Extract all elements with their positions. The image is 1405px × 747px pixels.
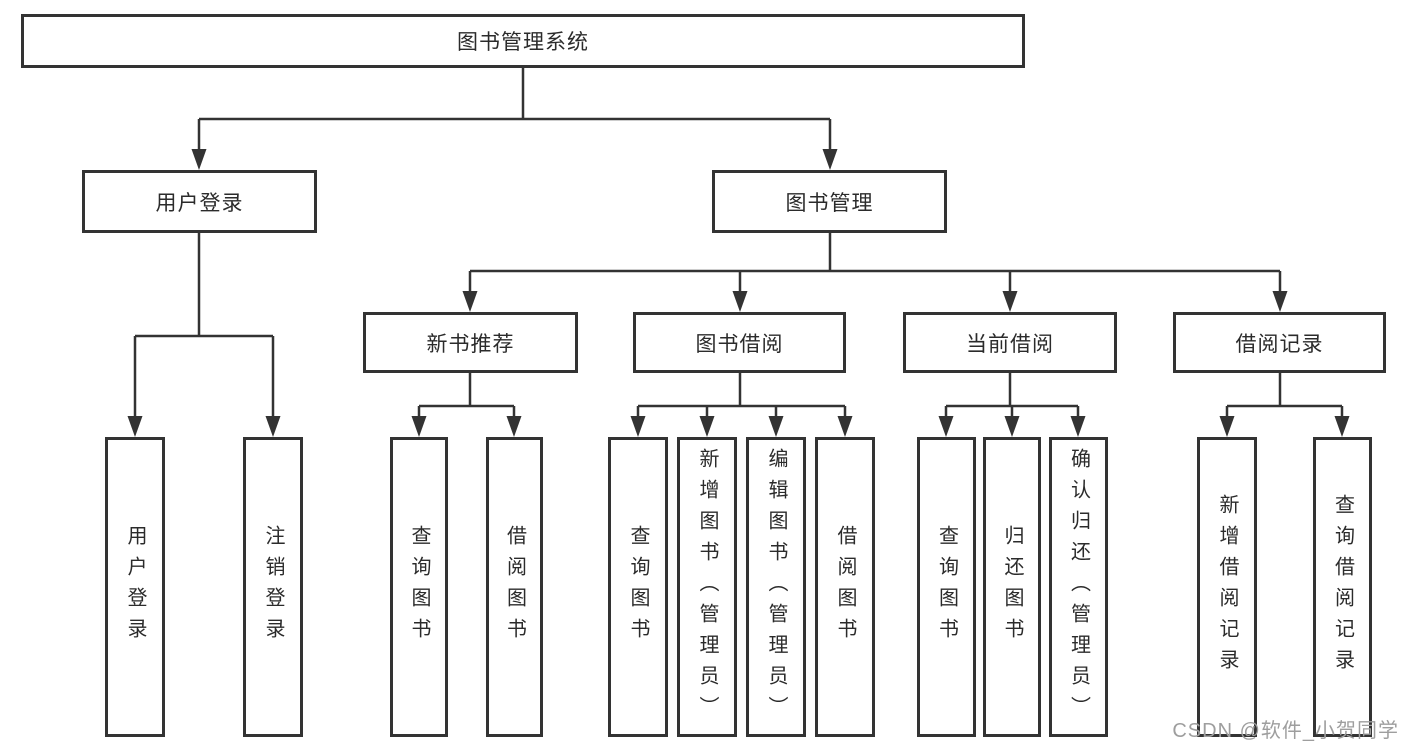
- leaf-query-borrow-record-label: 查询借阅记录: [1331, 494, 1354, 680]
- node-current-borrow: 当前借阅: [903, 312, 1117, 373]
- node-root: 图书管理系统: [21, 14, 1025, 68]
- leaf-add-book-admin-label: 新增图书（管理员）: [696, 447, 718, 727]
- node-new-book-recommend: 新书推荐: [363, 312, 578, 373]
- leaf-borrow-book-1-label: 借阅图书: [503, 525, 526, 649]
- connector-path: [133, 68, 1344, 418]
- node-book-management: 图书管理: [712, 170, 947, 233]
- leaf-query-book-3: 查询图书: [917, 437, 976, 737]
- arrowhead: [1219, 416, 1235, 437]
- leaf-user-login: 用户登录: [105, 437, 165, 737]
- leaf-query-book-3-label: 查询图书: [935, 525, 958, 649]
- leaf-query-borrow-record: 查询借阅记录: [1313, 437, 1372, 737]
- node-borrow-record: 借阅记录: [1173, 312, 1386, 373]
- leaf-borrow-book-1: 借阅图书: [486, 437, 543, 737]
- node-root-label: 图书管理系统: [457, 31, 589, 54]
- arrowhead: [732, 291, 748, 312]
- leaf-add-borrow-record-label: 新增借阅记录: [1216, 494, 1238, 680]
- arrowhead: [1002, 291, 1018, 312]
- leaf-edit-book-admin: 编辑图书（管理员）: [746, 437, 806, 737]
- node-book-borrow-label: 图书借阅: [695, 332, 784, 356]
- node-book-management-label: 图书管理: [785, 191, 874, 215]
- arrowhead: [1004, 416, 1020, 437]
- arrowhead: [1272, 291, 1288, 312]
- leaf-query-book-2-label: 查询图书: [627, 525, 649, 649]
- arrowhead: [699, 416, 715, 437]
- arrowhead: [938, 416, 954, 437]
- arrowhead: [191, 149, 207, 170]
- node-new-book-recommend-label: 新书推荐: [426, 332, 515, 356]
- arrowhead: [411, 416, 427, 437]
- leaf-confirm-return-admin: 确认归还（管理员）: [1049, 437, 1108, 737]
- leaf-return-book: 归还图书: [983, 437, 1041, 737]
- arrowheads: [127, 149, 1350, 437]
- leaf-logout-label: 注销登录: [262, 525, 284, 649]
- leaf-query-book-2: 查询图书: [608, 437, 668, 737]
- arrowhead: [1334, 416, 1350, 437]
- leaf-edit-book-admin-label: 编辑图书（管理员）: [765, 447, 787, 727]
- arrowhead: [822, 149, 838, 170]
- arrowhead: [265, 416, 281, 437]
- node-book-borrow: 图书借阅: [633, 312, 846, 373]
- node-borrow-record-label: 借阅记录: [1235, 332, 1324, 356]
- node-current-borrow-label: 当前借阅: [966, 332, 1054, 356]
- arrowhead: [630, 416, 646, 437]
- leaf-borrow-book-2: 借阅图书: [815, 437, 875, 737]
- leaf-add-borrow-record: 新增借阅记录: [1197, 437, 1257, 737]
- arrowhead: [127, 416, 143, 437]
- csdn-watermark: CSDN @软件_小贺同学: [1172, 720, 1399, 742]
- arrowhead: [768, 416, 784, 437]
- arrowhead: [1070, 416, 1086, 437]
- arrowhead: [462, 291, 478, 312]
- node-user-login: 用户登录: [82, 170, 317, 233]
- leaf-query-book-1: 查询图书: [390, 437, 448, 737]
- leaf-add-book-admin: 新增图书（管理员）: [677, 437, 737, 737]
- leaf-logout: 注销登录: [243, 437, 303, 737]
- leaf-borrow-book-2-label: 借阅图书: [834, 525, 856, 649]
- leaf-user-login-label: 用户登录: [124, 525, 146, 649]
- arrowhead: [506, 416, 522, 437]
- arrowhead: [837, 416, 853, 437]
- leaf-return-book-label: 归还图书: [1001, 525, 1023, 649]
- leaf-query-book-1-label: 查询图书: [408, 525, 430, 649]
- leaf-confirm-return-admin-label: 确认归还（管理员）: [1067, 447, 1090, 727]
- node-user-login-label: 用户登录: [155, 191, 244, 215]
